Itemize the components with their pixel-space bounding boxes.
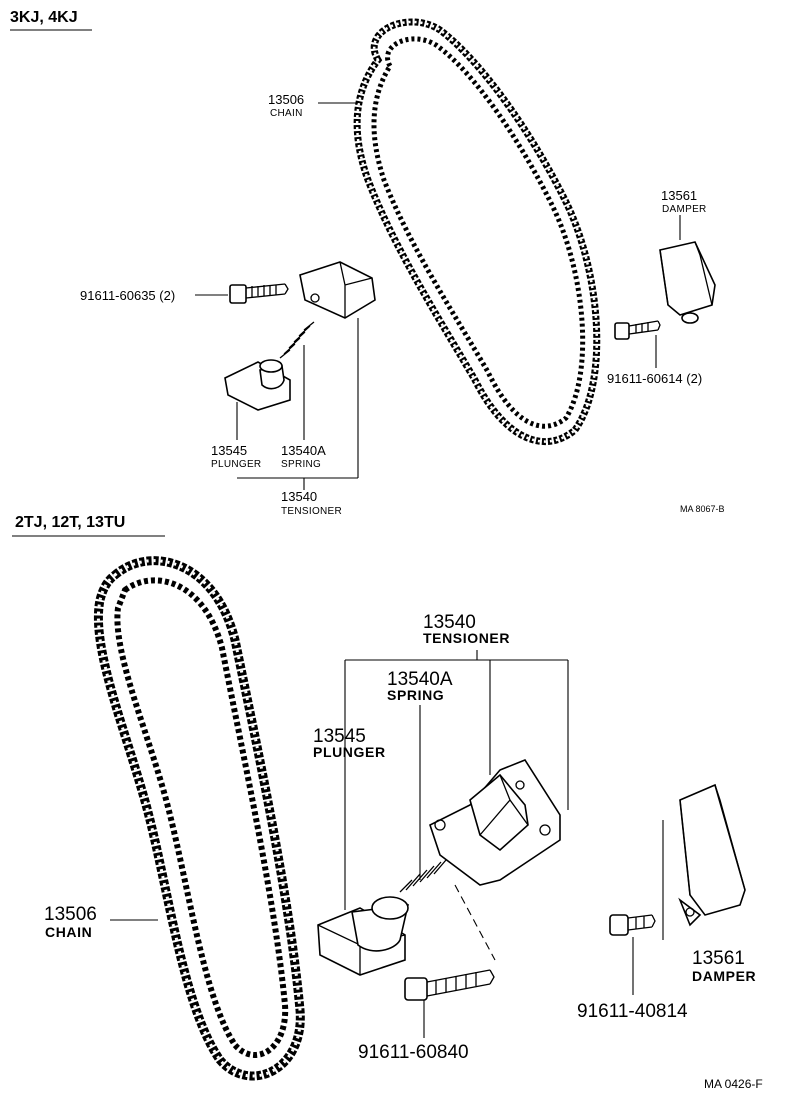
part-name-tensioner-1: TENSIONER (281, 506, 342, 517)
leader-tensioner-1 (237, 318, 359, 490)
leader-tensioner-2 (344, 650, 569, 910)
part-number-chain-1: 13506 (268, 92, 304, 107)
chain-illustration-1 (353, 18, 601, 446)
part-number-bolt-2b: 91611-60840 (358, 1042, 469, 1063)
drawing-code-1: MA 8067-B (680, 504, 725, 514)
spring-illustration-1 (279, 321, 315, 359)
part-number-plunger-1: 13545 (211, 443, 247, 458)
part-name-chain-1: CHAIN (270, 108, 303, 119)
part-name-chain-2: CHAIN (45, 924, 92, 940)
part-number-spring-1: 13540A (281, 443, 326, 458)
part-name-plunger-1: PLUNGER (211, 459, 261, 470)
part-number-tensioner-1: 13540 (281, 489, 317, 504)
part-name-spring-1: SPRING (281, 459, 321, 470)
damper-illustration-1 (659, 241, 716, 324)
part-number-bolt-1b: 91611-60614 (2) (607, 371, 702, 386)
part-name-spring-2: SPRING (387, 687, 444, 703)
section-2tj-12t-13tu: 2TJ, 12T, 13TU (12, 514, 763, 1091)
plunger-illustration-2 (317, 896, 410, 976)
part-name-damper-1: DAMPER (662, 204, 707, 215)
part-number-tensioner-2: 13540 (423, 612, 476, 633)
tensioner-illustration-2 (429, 759, 561, 886)
plunger-illustration-1 (224, 359, 291, 411)
section-2-header: 2TJ, 12T, 13TU (15, 514, 125, 531)
section-3kj-4kj: 3KJ, 4KJ (10, 9, 725, 517)
part-number-damper-2: 13561 (692, 948, 745, 969)
part-number-damper-1: 13561 (661, 188, 697, 203)
bolt-illustration-2a (609, 914, 656, 936)
bolt-illustration-1a (229, 283, 289, 304)
damper-illustration-2 (678, 783, 746, 927)
part-number-bolt-1a: 91611-60635 (2) (80, 288, 175, 303)
chain-illustration-2 (93, 556, 305, 1081)
part-number-plunger-2: 13545 (313, 726, 366, 747)
tensioner-illustration-1 (299, 261, 376, 319)
part-name-plunger-2: PLUNGER (313, 744, 386, 760)
drawing-code-2: MA 0426-F (704, 1077, 763, 1091)
part-number-spring-2: 13540A (387, 669, 453, 690)
part-number-chain-2: 13506 (44, 904, 97, 925)
part-name-damper-2: DAMPER (692, 968, 756, 984)
part-number-bolt-2a: 91611-40814 (577, 1001, 688, 1022)
spring-illustration-2 (399, 859, 447, 893)
section-1-header: 3KJ, 4KJ (10, 9, 78, 26)
bolt-illustration-1b (614, 320, 661, 340)
bolt-illustration-2b (404, 884, 496, 1001)
part-name-tensioner-2: TENSIONER (423, 630, 510, 646)
